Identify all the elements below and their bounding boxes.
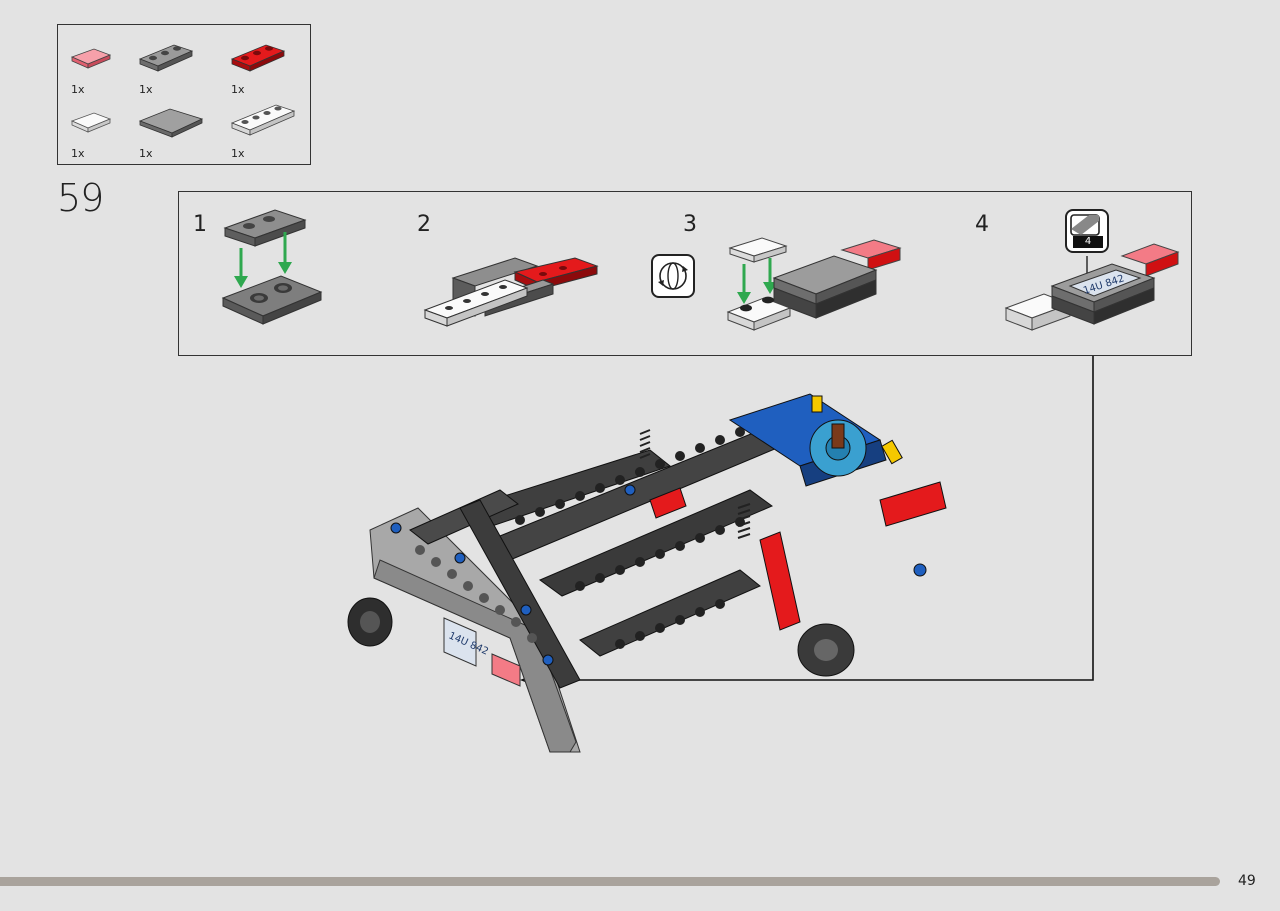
substep-3-illustration: [726, 237, 902, 331]
white-plate-icon: [230, 104, 296, 136]
substep-number: 4: [975, 212, 989, 237]
page-number: 49: [1238, 873, 1256, 889]
part-qty: 1x: [231, 83, 245, 96]
part-qty: 1x: [139, 147, 153, 160]
part-red-plate: 1x: [218, 31, 298, 96]
substep-number: 1: [193, 212, 207, 237]
substep-number: 3: [683, 212, 697, 237]
part-dark-gray-plate: 1x: [126, 31, 206, 96]
dark-gray-plate-icon: [138, 44, 194, 72]
step-number: 59: [57, 176, 104, 220]
part-dark-gray-tile: 1x: [126, 95, 206, 160]
rotate-model-icon: [651, 254, 695, 298]
trans-red-tile-icon: [70, 48, 112, 69]
part-qty: 1x: [71, 147, 85, 160]
part-qty: 1x: [139, 83, 153, 96]
subassembly-callout: 1 2: [178, 191, 1192, 356]
part-white-tile: 1x: [58, 95, 138, 160]
sticker-icon: 4: [1065, 209, 1109, 253]
part-trans-red-tile: 1x: [58, 31, 138, 96]
part-qty: 1x: [71, 83, 85, 96]
part-white-plate: 1x: [218, 95, 298, 160]
substep-2-illustration: [423, 257, 599, 327]
footer-progress-bar: [0, 877, 1220, 886]
substep-number: 2: [417, 212, 431, 237]
main-model-illustration: 14U 842: [347, 393, 947, 753]
sticker-number: 4: [1073, 236, 1103, 248]
red-plate-icon: [230, 44, 286, 72]
substep-1-illustration: [221, 209, 323, 325]
dark-gray-tile-icon: [138, 108, 204, 138]
parts-list: 1x 1x 1x 1x: [57, 24, 311, 165]
substep-4-illustration: 14U 842: [1004, 243, 1180, 331]
white-tile-icon: [70, 112, 112, 133]
part-qty: 1x: [231, 147, 245, 160]
